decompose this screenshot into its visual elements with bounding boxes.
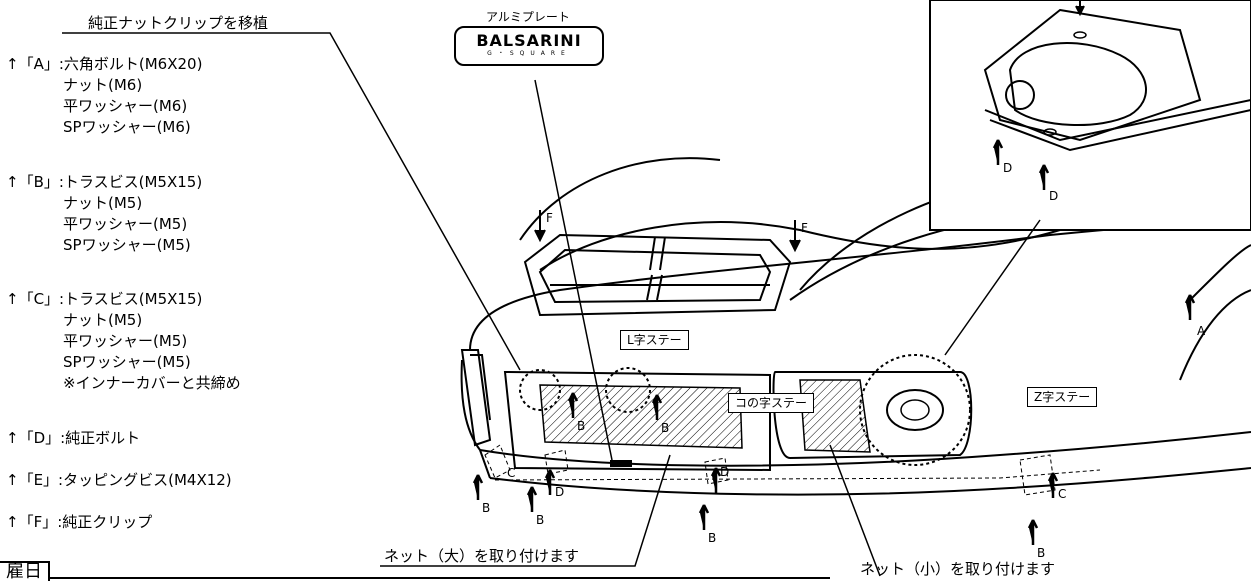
arrow-b-2: [651, 394, 663, 420]
legend-b-key: ↑「B」:トラスビス(M5X15): [6, 173, 203, 191]
legend-c: ↑「C」:トラスビス(M5X15) ナット(M5) 平ワッシャー(M5) SPワ…: [6, 289, 241, 394]
label-f-left: F: [546, 211, 553, 225]
arrow-b-4: [526, 486, 538, 512]
callout-net-small: ネット（小）を取り付けます: [860, 560, 1056, 578]
label-b-4: B: [536, 513, 544, 527]
label-a: A: [1197, 324, 1206, 338]
label-d-inset-1: D: [1003, 161, 1012, 175]
legend-b-item-3: SPワッシャー(M5): [63, 236, 191, 254]
label-f-right: F: [801, 221, 808, 235]
legend-a-item-2: 平ワッシャー(M6): [63, 97, 188, 115]
legend-b-item-2: 平ワッシャー(M5): [63, 215, 188, 233]
detail-circles: [519, 354, 971, 466]
legend-b: ↑「B」:トラスビス(M5X15) ナット(M5) 平ワッシャー(M5) SPワ…: [6, 172, 202, 256]
leader-lines: [62, 32, 1041, 577]
legend-c-key: ↑「C」:トラスビス(M5X15): [6, 290, 203, 308]
arrow-d-inset-2: [1038, 164, 1050, 190]
balsarini-logo: BALSARINI G・SQUARE: [454, 26, 604, 66]
callout-net-large: ネット（大）を取り付けます: [384, 547, 580, 565]
hood-scoop: [523, 233, 792, 317]
ko-stay-label: コの字ステー: [728, 393, 815, 413]
label-c-right: C: [1058, 487, 1066, 501]
z-stay-label: Z字ステー: [1027, 387, 1098, 407]
logo-sub-text: G・SQUARE: [487, 50, 571, 57]
legend-d: ↑「D」:純正ボルト: [6, 428, 140, 449]
dashed-stays: [484, 444, 1101, 496]
label-b-5: B: [708, 531, 716, 545]
large-grille-opening: [503, 370, 771, 472]
arrow-f-right: [789, 220, 801, 253]
label-b-6: B: [1037, 546, 1045, 560]
arrow-b-6: [1027, 519, 1039, 545]
arrow-b-3: [472, 474, 484, 500]
legend-f: ↑「F」:純正クリップ: [6, 512, 152, 533]
legend-e-key: ↑「E」:タッピングビス(M4X12): [6, 471, 232, 489]
legend-c-item-3: SPワッシャー(M5): [63, 353, 191, 371]
label-d-1: D: [555, 485, 564, 499]
arrow-a: [1184, 294, 1196, 320]
left-side-lamp: [460, 349, 492, 447]
legend-a-key: ↑「A」:六角ボルト(M6X20): [6, 55, 203, 73]
label-c-left: C: [507, 466, 515, 480]
label-b-1: B: [577, 419, 585, 433]
legend-a-item-1: ナット(M6): [63, 76, 143, 94]
bottom-tag: 雇日: [0, 561, 50, 581]
callout-alu-plate: アルミプレート: [486, 10, 570, 24]
legend-b-item-1: ナット(M5): [63, 194, 143, 212]
l-stay-label: L字ステー: [620, 330, 689, 350]
fastener-arrows: [472, 0, 1196, 545]
legend-e: ↑「E」:タッピングビス(M4X12): [6, 470, 232, 491]
arrow-b-1: [567, 392, 579, 418]
label-d-inset-2: D: [1049, 189, 1058, 203]
logo-main-text: BALSARINI: [476, 31, 582, 50]
arrow-c-right: [1047, 472, 1059, 498]
arrow-d-2: [710, 467, 722, 493]
callout-nut-clip: 純正ナットクリップを移植: [88, 14, 269, 32]
arrow-letters: F F A B B B B B B C C D D D D: [482, 161, 1206, 560]
arrow-f-left: [534, 210, 546, 243]
legend-c-item-1: ナット(M5): [63, 311, 143, 329]
legend-a: ↑「A」:六角ボルト(M6X20) ナット(M6) 平ワッシャー(M6) SPワ…: [6, 54, 202, 138]
arrow-d-1: [544, 469, 556, 495]
arrow-top-inset: [1075, 0, 1085, 17]
legend-d-key: ↑「D」:純正ボルト: [6, 429, 141, 447]
arrow-d-inset-1: [992, 139, 1004, 165]
legend-f-key: ↑「F」:純正クリップ: [6, 513, 153, 531]
legend-a-item-3: SPワッシャー(M6): [63, 118, 191, 136]
legend-c-item-2: 平ワッシャー(M5): [63, 332, 188, 350]
legend-c-item-4: ※インナーカバーと共締め: [63, 374, 241, 392]
label-b-3: B: [482, 501, 490, 515]
label-b-2: B: [661, 421, 669, 435]
arrow-b-5: [698, 504, 710, 530]
inset-detail: [929, 0, 1251, 231]
label-d-2: D: [720, 465, 729, 479]
